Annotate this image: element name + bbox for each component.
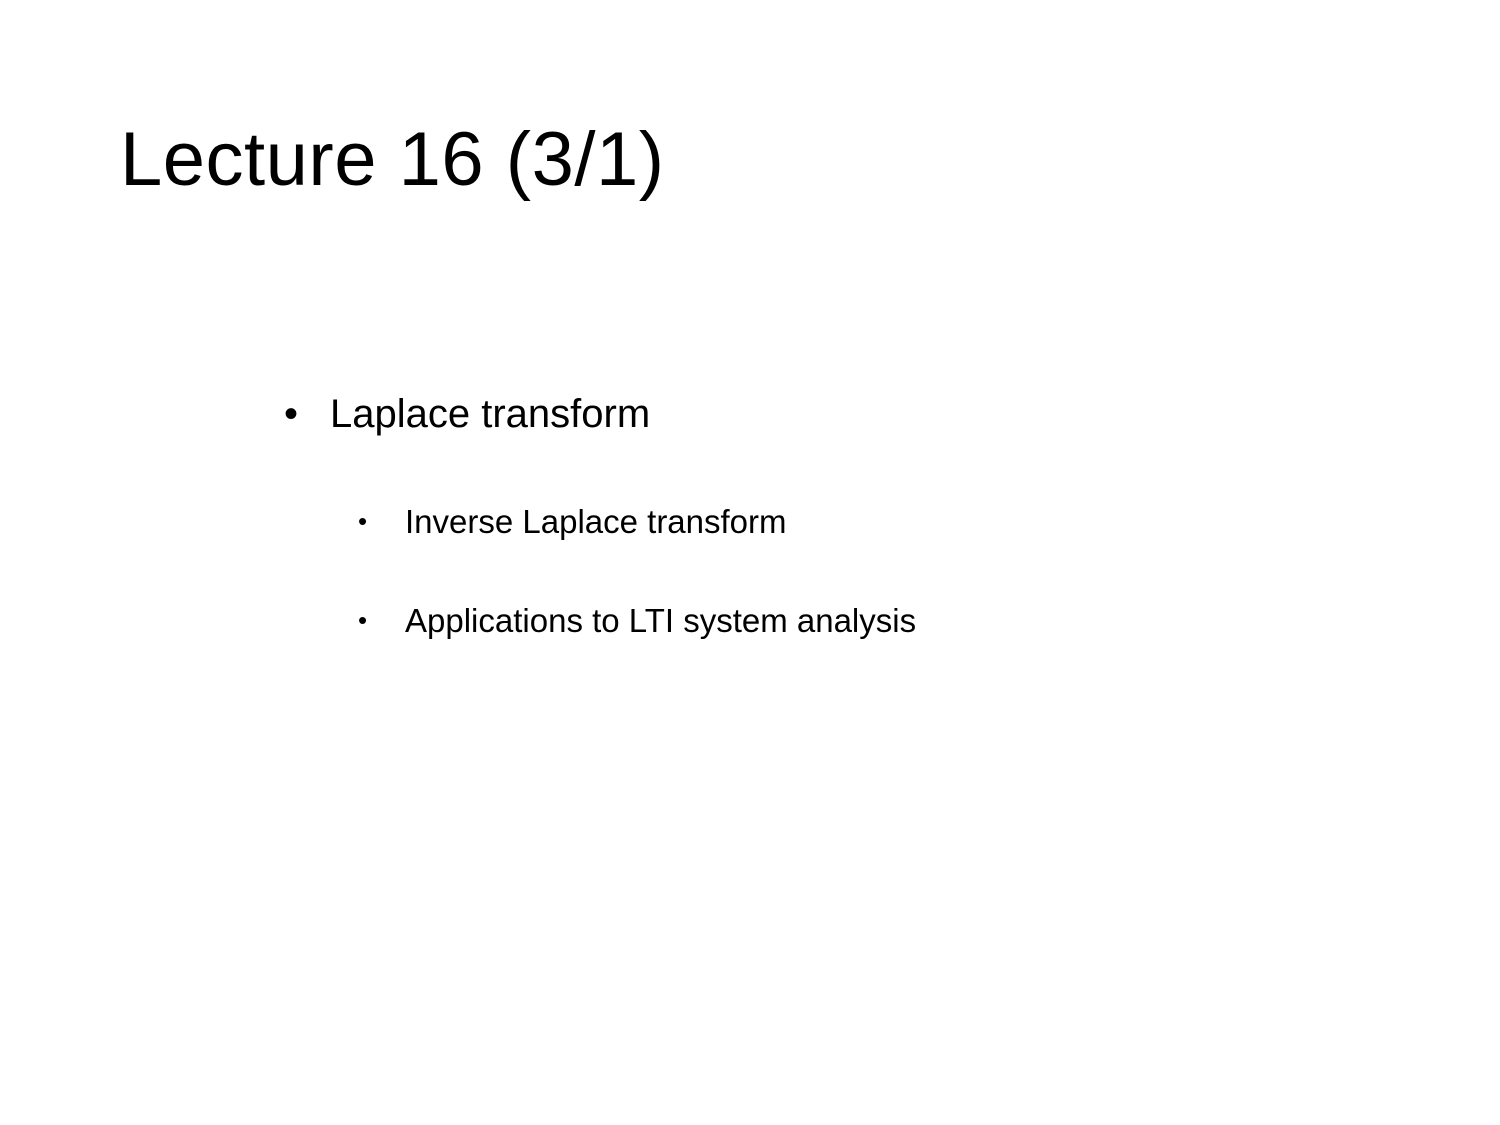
bullet-label: Applications to LTI system analysis bbox=[405, 602, 917, 639]
slide-title: Lecture 16 (3/1) bbox=[120, 117, 665, 202]
bullet-label: Laplace transform bbox=[330, 392, 651, 436]
bullet-icon: • bbox=[358, 605, 368, 635]
bullet-icon: • bbox=[284, 392, 299, 436]
bullet-icon: • bbox=[358, 506, 368, 536]
bullet-label: Inverse Laplace transform bbox=[405, 503, 787, 540]
